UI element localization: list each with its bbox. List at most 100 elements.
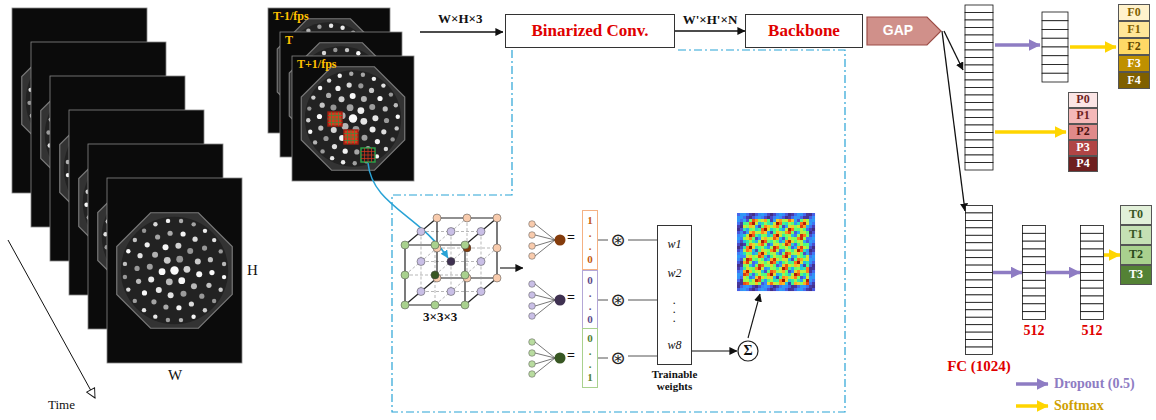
dimension-label: W×H×3	[438, 12, 482, 26]
node-text: ⊛	[610, 290, 625, 310]
output-box: T3	[1120, 265, 1152, 285]
softmax-arrow	[1070, 45, 1116, 49]
node-text: P3	[1076, 141, 1089, 154]
connector	[628, 240, 657, 241]
layer-column	[1081, 226, 1104, 320]
node-text: GAP	[883, 23, 913, 38]
layer-column	[1080, 225, 1104, 320]
node-text: 512	[1082, 323, 1103, 338]
connector	[598, 240, 608, 241]
split-arrow	[500, 267, 523, 268]
output-box: P2	[1068, 124, 1098, 140]
node-text: FC (1024)	[947, 358, 1011, 375]
conv-operator: ⊛	[608, 347, 628, 369]
conv-operator: ⊛	[608, 289, 628, 311]
time-axis	[8, 240, 95, 398]
legend-item: Dropout (0.5)	[1015, 376, 1135, 391]
equals-sign: =	[567, 348, 575, 363]
input-arrow	[420, 31, 503, 32]
output-box: T1	[1120, 225, 1152, 245]
legend-arrow	[1015, 377, 1051, 391]
connector	[942, 31, 965, 211]
axis-label: Time	[48, 398, 75, 412]
weight-vector: w1w2. . .w8Trainable weights	[657, 225, 692, 365]
node-text: F2	[1127, 40, 1140, 53]
output-box: T2	[1120, 245, 1152, 265]
node-text: w1	[667, 238, 681, 251]
axis-label: W	[168, 367, 182, 384]
node-text: F4	[1127, 74, 1140, 87]
output-box: F3	[1118, 55, 1150, 72]
kernel-cube	[401, 214, 501, 309]
node-text: T3	[1129, 268, 1143, 281]
output-box: F4	[1118, 72, 1150, 89]
edge-label: W'×H'×N	[682, 13, 739, 27]
layer-column	[1022, 225, 1046, 320]
layer-column	[1023, 226, 1046, 320]
fc-layer: FC (1024)	[965, 205, 993, 355]
output-arrow	[748, 294, 760, 338]
axis-label: H	[247, 262, 258, 279]
connector	[598, 300, 608, 301]
sum-node: Σ	[737, 340, 759, 362]
softmax-arrow	[995, 130, 1066, 134]
neuron-symbol	[529, 339, 566, 378]
process-box: Binarized Conv.	[505, 14, 675, 48]
fc-layer: 512	[1080, 225, 1104, 320]
binary-vector: 0 . . 1	[582, 328, 598, 388]
neuron-symbol	[529, 221, 566, 260]
frame-label: T+1/fps	[297, 58, 337, 71]
node-text: T0	[1129, 208, 1143, 221]
output-box: P0	[1068, 92, 1098, 108]
node-text: 512	[1024, 323, 1045, 338]
gap-arrow: GAP	[866, 16, 942, 46]
connector	[1046, 271, 1080, 275]
connector	[598, 358, 608, 359]
dimension-label: 3×3×3	[423, 310, 457, 324]
node-text: ⊛	[610, 230, 625, 250]
node-text: F3	[1127, 57, 1140, 70]
node-text: w8	[667, 339, 681, 352]
node-text: P0	[1076, 93, 1089, 106]
layer-column	[1042, 12, 1068, 82]
process-box: Backbone	[745, 14, 863, 48]
node-text: 0 . . 1	[587, 332, 594, 384]
node-text: P4	[1076, 157, 1089, 170]
patch-marker	[344, 130, 358, 144]
node-text: Binarized Conv.	[531, 22, 648, 41]
node-text: Σ	[743, 343, 752, 358]
image-frame	[107, 178, 242, 363]
output-box: P1	[1068, 108, 1098, 124]
node-text: 0 . . 0	[587, 274, 594, 326]
node-text: F1	[1127, 23, 1140, 36]
node-text: . . .	[671, 296, 678, 323]
node-text: T1	[1129, 228, 1143, 241]
legend-item: Softmax	[1015, 398, 1104, 413]
patch-marker	[328, 112, 342, 126]
legend-text: Dropout (0.5)	[1054, 376, 1135, 391]
output-box: P3	[1068, 140, 1098, 156]
neuron-symbol	[529, 281, 566, 320]
output-box: F0	[1118, 4, 1150, 21]
zoom-outline	[392, 50, 845, 412]
feature-map	[737, 213, 815, 291]
connector	[628, 300, 657, 301]
connector	[1104, 253, 1120, 257]
node-text: P2	[1076, 125, 1089, 138]
output-box: T0	[1120, 205, 1152, 225]
output-box: F1	[1118, 21, 1150, 38]
node-text: w2	[667, 267, 681, 280]
layer-column	[965, 5, 993, 170]
frame-stack	[268, 8, 414, 181]
conv-operator: ⊛	[608, 229, 628, 251]
connector	[993, 271, 1022, 275]
connector	[692, 350, 737, 351]
frame-label: T-1/fps	[273, 10, 309, 23]
node-text: 1 . . 0	[587, 214, 594, 266]
node-text: Trainable weights	[643, 368, 707, 392]
frame-label: T	[285, 34, 293, 47]
dropout-arrow	[995, 43, 1040, 47]
binary-vector: 0 . . 0	[582, 270, 598, 330]
node-text: Backbone	[768, 22, 840, 41]
connector	[628, 356, 657, 357]
